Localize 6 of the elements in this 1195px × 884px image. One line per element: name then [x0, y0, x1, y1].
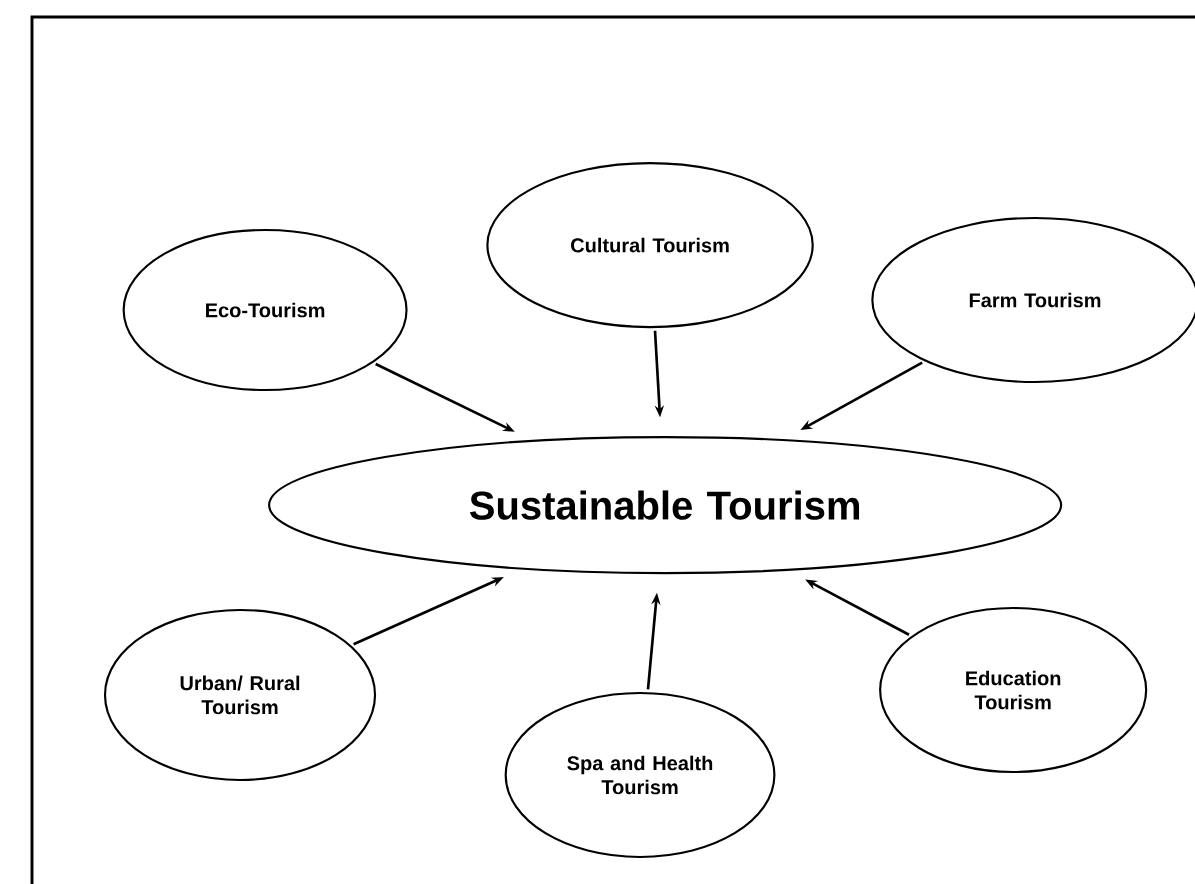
oval-node: Cultural Tourism — [486, 162, 814, 329]
oval-node: Spa and Health Tourism — [504, 691, 776, 859]
central-oval: Sustainable Tourism — [268, 436, 1063, 575]
oval-node: Urban/ Rural Tourism — [103, 608, 377, 782]
oval-node: Eco-Tourism — [122, 228, 408, 392]
oval-node: Education Tourism — [879, 606, 1148, 774]
